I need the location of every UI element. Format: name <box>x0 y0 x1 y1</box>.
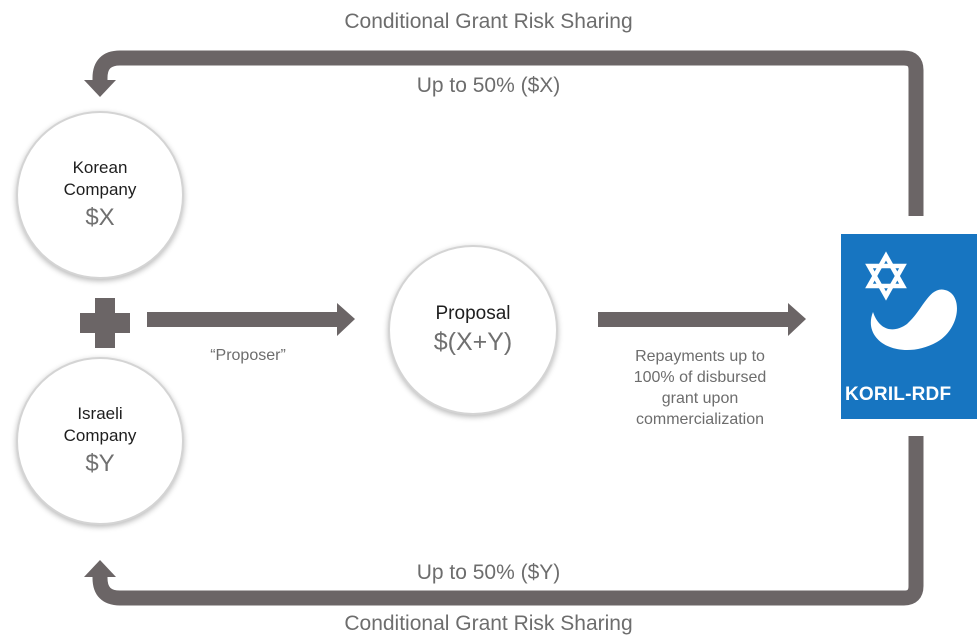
korean-company-circle: Korean Company $X <box>16 111 184 279</box>
israeli-company-amount: $Y <box>85 450 115 477</box>
repayment-note-line2: 100% of disbursed <box>633 369 767 386</box>
bottom-flow-label: Up to 50% ($Y) <box>416 561 561 584</box>
top-loop-arrow <box>92 50 924 216</box>
repayment-note: Repayments up to 100% of disbursed grant… <box>598 346 802 430</box>
israeli-company-circle: Israeli Company $Y <box>16 357 184 525</box>
bottom-loop-arrowhead <box>84 560 116 577</box>
israeli-company-name-line2: Company <box>63 426 137 445</box>
bottom-caption: Conditional Grant Risk Sharing <box>344 612 633 635</box>
korean-company-name-line1: Korean <box>72 158 128 177</box>
repayment-note-line4: commercialization <box>635 411 765 428</box>
top-flow-label: Up to 50% ($X) <box>416 74 561 97</box>
proposal-amount: $(X+Y) <box>433 328 513 356</box>
plus-icon-horizontal <box>80 313 130 333</box>
israeli-company-name-line1: Israeli <box>77 404 123 423</box>
koril-rdf-logo: KORIL-RDF <box>841 234 977 419</box>
proposal-circle: Proposal $(X+Y) <box>388 245 558 415</box>
repayment-note-line1: Repayments up to <box>635 348 765 365</box>
proposal-name: Proposal <box>435 303 511 324</box>
repayment-arrow-shaft <box>598 312 791 327</box>
proposer-arrowhead <box>337 303 355 336</box>
proposer-arrow-shaft <box>147 312 340 327</box>
bottom-loop-arrow <box>92 436 924 606</box>
top-caption: Conditional Grant Risk Sharing <box>344 10 633 33</box>
repayment-arrowhead <box>788 303 806 336</box>
proposer-label: “Proposer” <box>210 347 286 364</box>
korean-company-amount: $X <box>85 204 115 231</box>
repayment-note-line3: grant upon <box>661 390 739 407</box>
top-loop-arrowhead <box>84 80 116 97</box>
korean-company-name-line2: Company <box>63 180 137 199</box>
logo-text: KORIL-RDF <box>845 384 952 405</box>
star-of-david-swoosh-icon <box>865 251 957 351</box>
